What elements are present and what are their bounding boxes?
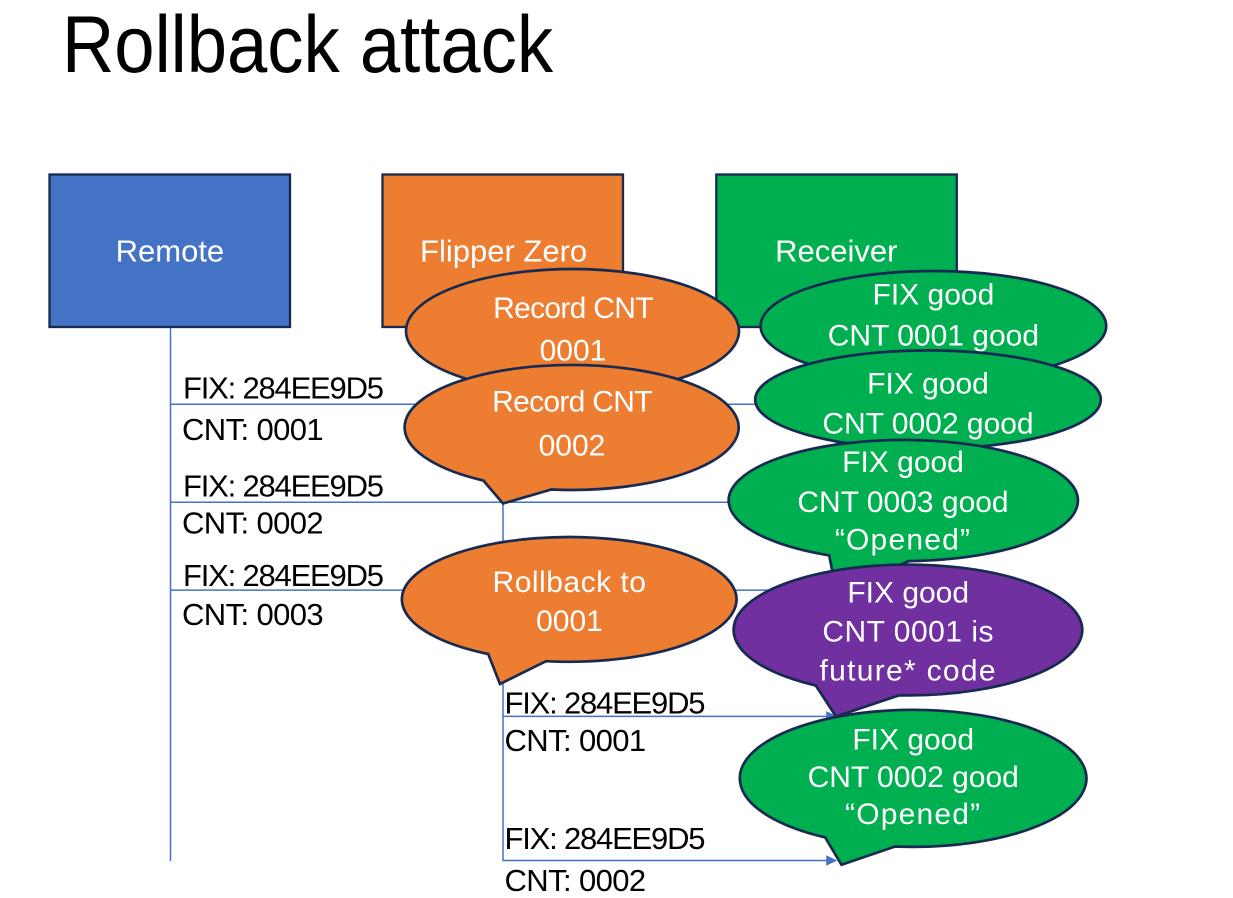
svg-text:0001: 0001 (540, 334, 607, 367)
svg-text:CNT 0003 good: CNT 0003 good (797, 486, 1008, 519)
svg-text:CNT: 0003: CNT: 0003 (182, 597, 323, 632)
svg-text:CNT 0002 good: CNT 0002 good (808, 761, 1019, 794)
svg-text:FIX: 284EE9D5: FIX: 284EE9D5 (505, 685, 705, 720)
svg-text:FIX: 284EE9D5: FIX: 284EE9D5 (183, 370, 383, 405)
svg-text:CNT: 0002: CNT: 0002 (505, 863, 646, 898)
svg-text:Record CNT: Record CNT (492, 386, 652, 419)
svg-text:CNT: 0002: CNT: 0002 (182, 506, 323, 541)
svg-text:FIX good: FIX good (867, 368, 989, 401)
svg-text:FIX good: FIX good (842, 446, 964, 479)
svg-text:FIX good: FIX good (847, 577, 969, 610)
svg-text:CNT 0001 is: CNT 0001 is (822, 616, 994, 649)
svg-text:FIX: 284EE9D5: FIX: 284EE9D5 (183, 558, 383, 593)
svg-text:“Opened”: “Opened” (845, 798, 981, 831)
svg-text:0001: 0001 (536, 605, 603, 638)
svg-text:FIX: 284EE9D5: FIX: 284EE9D5 (183, 469, 383, 504)
svg-text:Record CNT: Record CNT (493, 292, 653, 325)
svg-text:CNT 0002 good: CNT 0002 good (822, 408, 1033, 441)
svg-text:Rollback to: Rollback to (493, 566, 647, 599)
svg-text:0002: 0002 (539, 430, 606, 463)
svg-text:Receiver: Receiver (775, 234, 897, 269)
svg-text:future* code: future* code (820, 654, 997, 687)
svg-text:“Opened”: “Opened” (835, 523, 971, 556)
svg-text:CNT: 0001: CNT: 0001 (182, 412, 323, 447)
svg-text:CNT 0001 good: CNT 0001 good (828, 320, 1039, 353)
svg-text:Remote: Remote (116, 234, 225, 269)
svg-text:Flipper Zero: Flipper Zero (420, 234, 587, 269)
svg-text:CNT: 0001: CNT: 0001 (505, 723, 646, 758)
svg-text:FIX: 284EE9D5: FIX: 284EE9D5 (505, 821, 705, 856)
svg-text:FIX good: FIX good (873, 279, 995, 312)
svg-text:FIX good: FIX good (852, 723, 974, 756)
